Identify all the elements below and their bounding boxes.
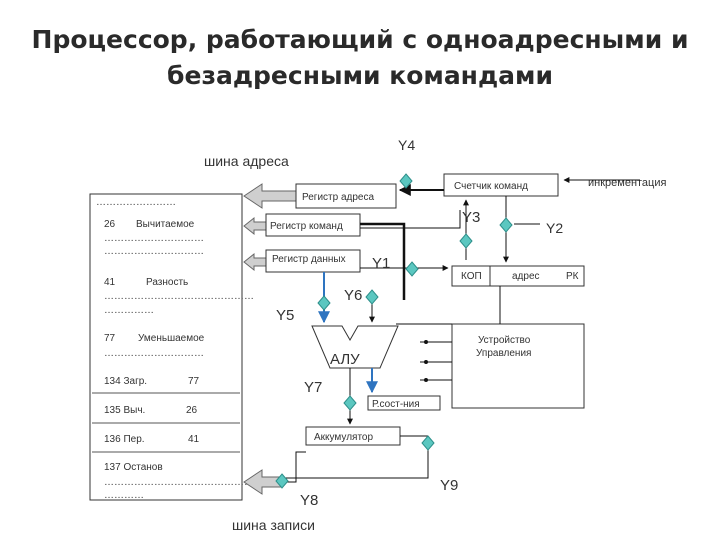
status-register-label: Р.сост-ния [372,399,420,410]
alu-block [311,325,399,369]
memory-row-77-address: 77 [104,333,116,344]
y5-valve [317,295,331,311]
y5-label: Y5 [276,307,294,324]
memory-dots-f: ……………………………………… [104,477,254,488]
y6-valve [365,289,379,305]
y8-valve [275,473,289,489]
memory-dots-b: ………………………… [104,246,204,257]
y2-label: Y2 [546,220,563,236]
memory-row-41-label: Разность [146,277,188,288]
y7-valve [343,395,357,411]
data-register [265,249,361,273]
memory-cmd-134: 134 Загр. [104,376,147,387]
control-dot-2 [424,360,428,364]
control-dot-1 [424,340,428,344]
y4-label: Y4 [398,137,415,153]
instruction-register [451,265,585,287]
memory-dots-d: …………… [104,305,154,316]
y9-valve [421,435,435,451]
write-bus-label: шина записи [232,517,315,533]
alu-label: АЛУ [330,351,360,368]
address-register-label: Регистр адреса [302,192,374,203]
instruction-cop-label: КОП [461,271,482,282]
y4-valve [399,173,413,189]
address-register [295,183,397,209]
address-bus-arrow [243,183,297,209]
y2-valve [499,217,513,233]
data-register-label: Регистр данных [272,254,346,265]
title-line-2: безадресными командами [167,61,553,90]
memory-cmd-136: 136 Пер. [104,434,145,445]
memory-dots-g: ………… [104,490,144,501]
title-line-1: Процессор, работающий с одноадресными и [31,25,689,54]
memory-cmd-136-value: 41 [188,434,200,445]
counter-register [443,173,559,197]
memory-dots-e: ………………………… [104,348,204,359]
accumulator-label: Аккумулятор [314,432,373,443]
memory-cmd-134-value: 77 [188,376,200,387]
memory-row-26-label: Вычитаемое [136,219,195,230]
memory-dots-a: ………………………… [104,233,204,244]
command-bus-arrow [243,216,267,236]
y1-label: Y1 [372,255,390,272]
y8-label: Y8 [300,492,318,509]
status-register [367,395,441,411]
increment-label: инкрементация [588,177,666,189]
memory-block [89,193,243,501]
control-unit-label-1: Устройство [478,335,531,346]
command-to-instruction-line [360,222,406,300]
memory-dots-top: …………………… [96,197,176,208]
memory-cmd-135-value: 26 [186,405,198,416]
slide-title: Процессор, работающий с одноадресными и … [0,22,720,94]
counter-register-label: Счетчик команд [454,181,528,192]
data-bus-arrow [243,252,267,272]
command-to-counter-line [360,210,461,229]
control-unit [451,323,585,409]
y8-line [282,451,306,483]
y3-label: Y3 [462,209,480,226]
y1-valve [405,261,419,277]
memory-cmd-137: 137 Останов [104,462,163,473]
y7-label: Y7 [304,379,322,396]
instruction-pk-label: РК [566,271,579,282]
memory-row-77-label: Уменьшаемое [138,333,205,344]
memory-row-26-address: 26 [104,219,116,230]
memory-row-41-address: 41 [104,277,116,288]
control-dot-3 [424,378,428,382]
y6-label: Y6 [344,287,362,304]
y9-label: Y9 [440,477,458,494]
command-register-label: Регистр команд [270,221,343,232]
memory-dots-c: ……………………………………… [104,291,254,302]
memory-cmd-135: 135 Выч. [104,405,145,416]
instruction-address-label: адрес [512,271,540,282]
address-bus-label: шина адреса [204,153,289,169]
control-unit-label-2: Управления [476,348,531,359]
y3-valve [459,233,473,249]
